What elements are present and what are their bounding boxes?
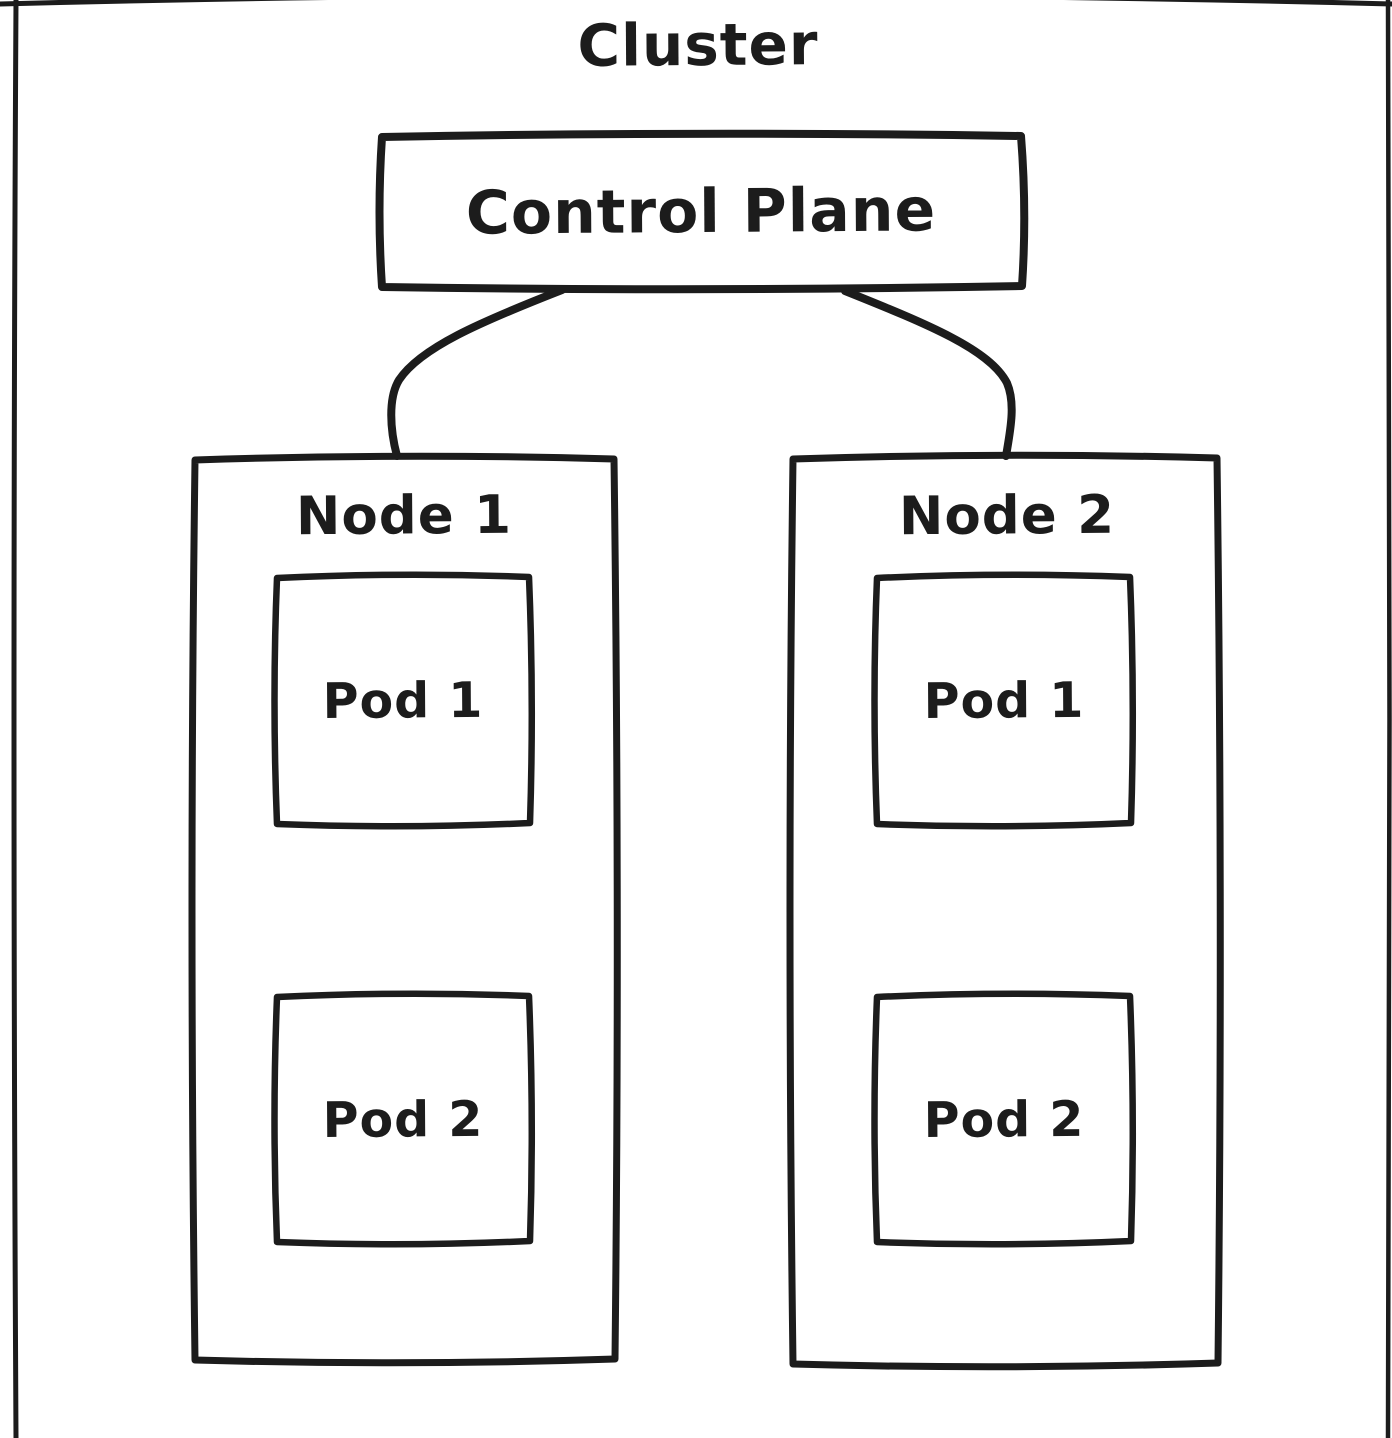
node-1-box [188,452,621,1367]
cluster-boundary-left-line [11,0,19,1438]
node-1-label: Node 1 [295,484,513,548]
control-plane-box [375,129,1029,294]
connector-control-plane-node-1 [387,286,566,460]
node-2-box [786,451,1224,1371]
node-1-pod-1-label: Pod 1 [322,671,484,731]
node-2-pod-1-box [871,571,1137,830]
node-2-label: Node 2 [898,484,1116,548]
cluster-boundary-top-line [0,0,1392,7]
node-1-pod-1-box [271,571,536,830]
control-plane-label: Control Plane [465,175,937,249]
node-1-pod-2-box [271,990,536,1248]
node-2-pod-1-label: Pod 1 [923,671,1085,731]
node-2-pod-2-label: Pod 2 [923,1090,1085,1150]
cluster-boundary-right-line [1385,0,1392,1438]
node-1-pod-2-label: Pod 2 [322,1090,484,1150]
node-2-pod-2-box [871,990,1137,1248]
connector-control-plane-node-2 [841,287,1016,460]
cluster-title: Cluster [577,10,819,80]
